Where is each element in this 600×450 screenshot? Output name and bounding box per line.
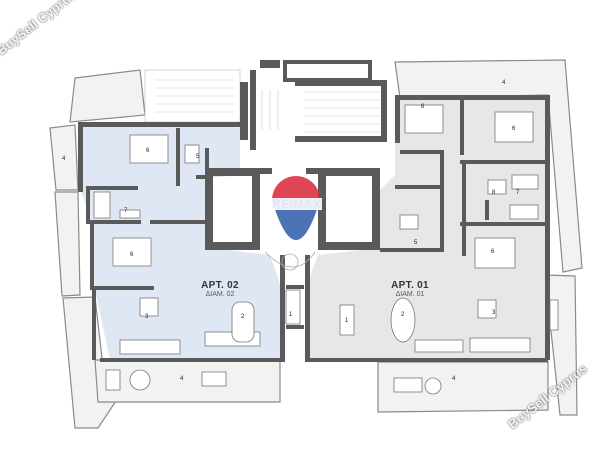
dining-table-icon [201,371,227,387]
room-number: 7 [124,208,128,214]
kitchen-island-icon [285,289,301,325]
room-number: 4 [62,156,66,162]
kitchen-island-icon [339,304,355,336]
apartment-02 [80,125,285,360]
coffee-table-icon [477,299,497,319]
apt-01-subtitle: ΔΙΑΜ. 01 [395,291,425,298]
bed-icon [474,237,516,269]
room-number: 1 [345,318,349,324]
vanity-icon [511,174,539,190]
room-number: 2 [241,314,245,320]
sofa-icon [105,369,121,391]
room-number: 4 [452,376,456,382]
room-number: 7 [516,190,520,196]
dining-table-icon [231,301,255,343]
room-number: 4 [180,376,184,382]
apt-02-subtitle: ΔΙΑΜ. 02 [205,291,235,298]
bed-icon [129,134,169,164]
room-number: 5 [414,240,418,246]
room-number: 6 [146,148,150,154]
dining-table-icon [390,297,416,343]
round-table-icon [129,369,151,391]
room-numbers: 6 5 7 6 4 3 2 1 4 6 6 4 8 7 5 6 1 2 3 4 [62,80,520,382]
apt-02-label: APT. 02 ΔΙΑΜ. 02 [190,280,250,299]
apt-01-title: APT. 01 [391,280,429,291]
bed-icon [494,111,534,143]
remax-logo [270,176,322,240]
vanity-icon [399,214,419,230]
bed-icon [112,237,152,267]
bathtub-icon [93,191,111,219]
apt-02-title: APT. 02 [201,280,239,291]
coffee-table-icon [139,297,159,317]
stair-lines [155,79,380,133]
sofa-icon [469,337,531,353]
room-number: 1 [289,312,293,318]
sofa-icon [119,339,181,355]
vanity-icon [119,209,141,219]
room-number: 8 [492,190,496,196]
bed-icon [404,104,444,134]
room-number: 5 [196,154,200,160]
remax-logo-text: RE/MAX [272,197,322,211]
dining-table-icon [393,377,423,393]
apt-01-label: APT. 01 ΔΙΑΜ. 01 [380,280,440,299]
room-number: 2 [401,312,405,318]
vanity-icon [487,179,507,195]
room-number: 6 [491,249,495,255]
room-number: 6 [512,126,516,132]
sofa-icon [414,339,464,353]
sofa-icon [549,299,559,331]
vanity-icon [184,144,200,164]
furniture [93,104,559,395]
entrance-lobby [264,251,316,271]
apt02-floor [80,125,285,360]
room-number: 6 [421,104,425,110]
room-number: 6 [130,252,134,258]
room-number: 3 [145,314,149,320]
vanity-icon [509,204,539,220]
room-number: 3 [492,310,496,316]
round-table-icon [424,377,442,395]
walls [78,60,550,362]
room-number: 4 [502,80,506,86]
